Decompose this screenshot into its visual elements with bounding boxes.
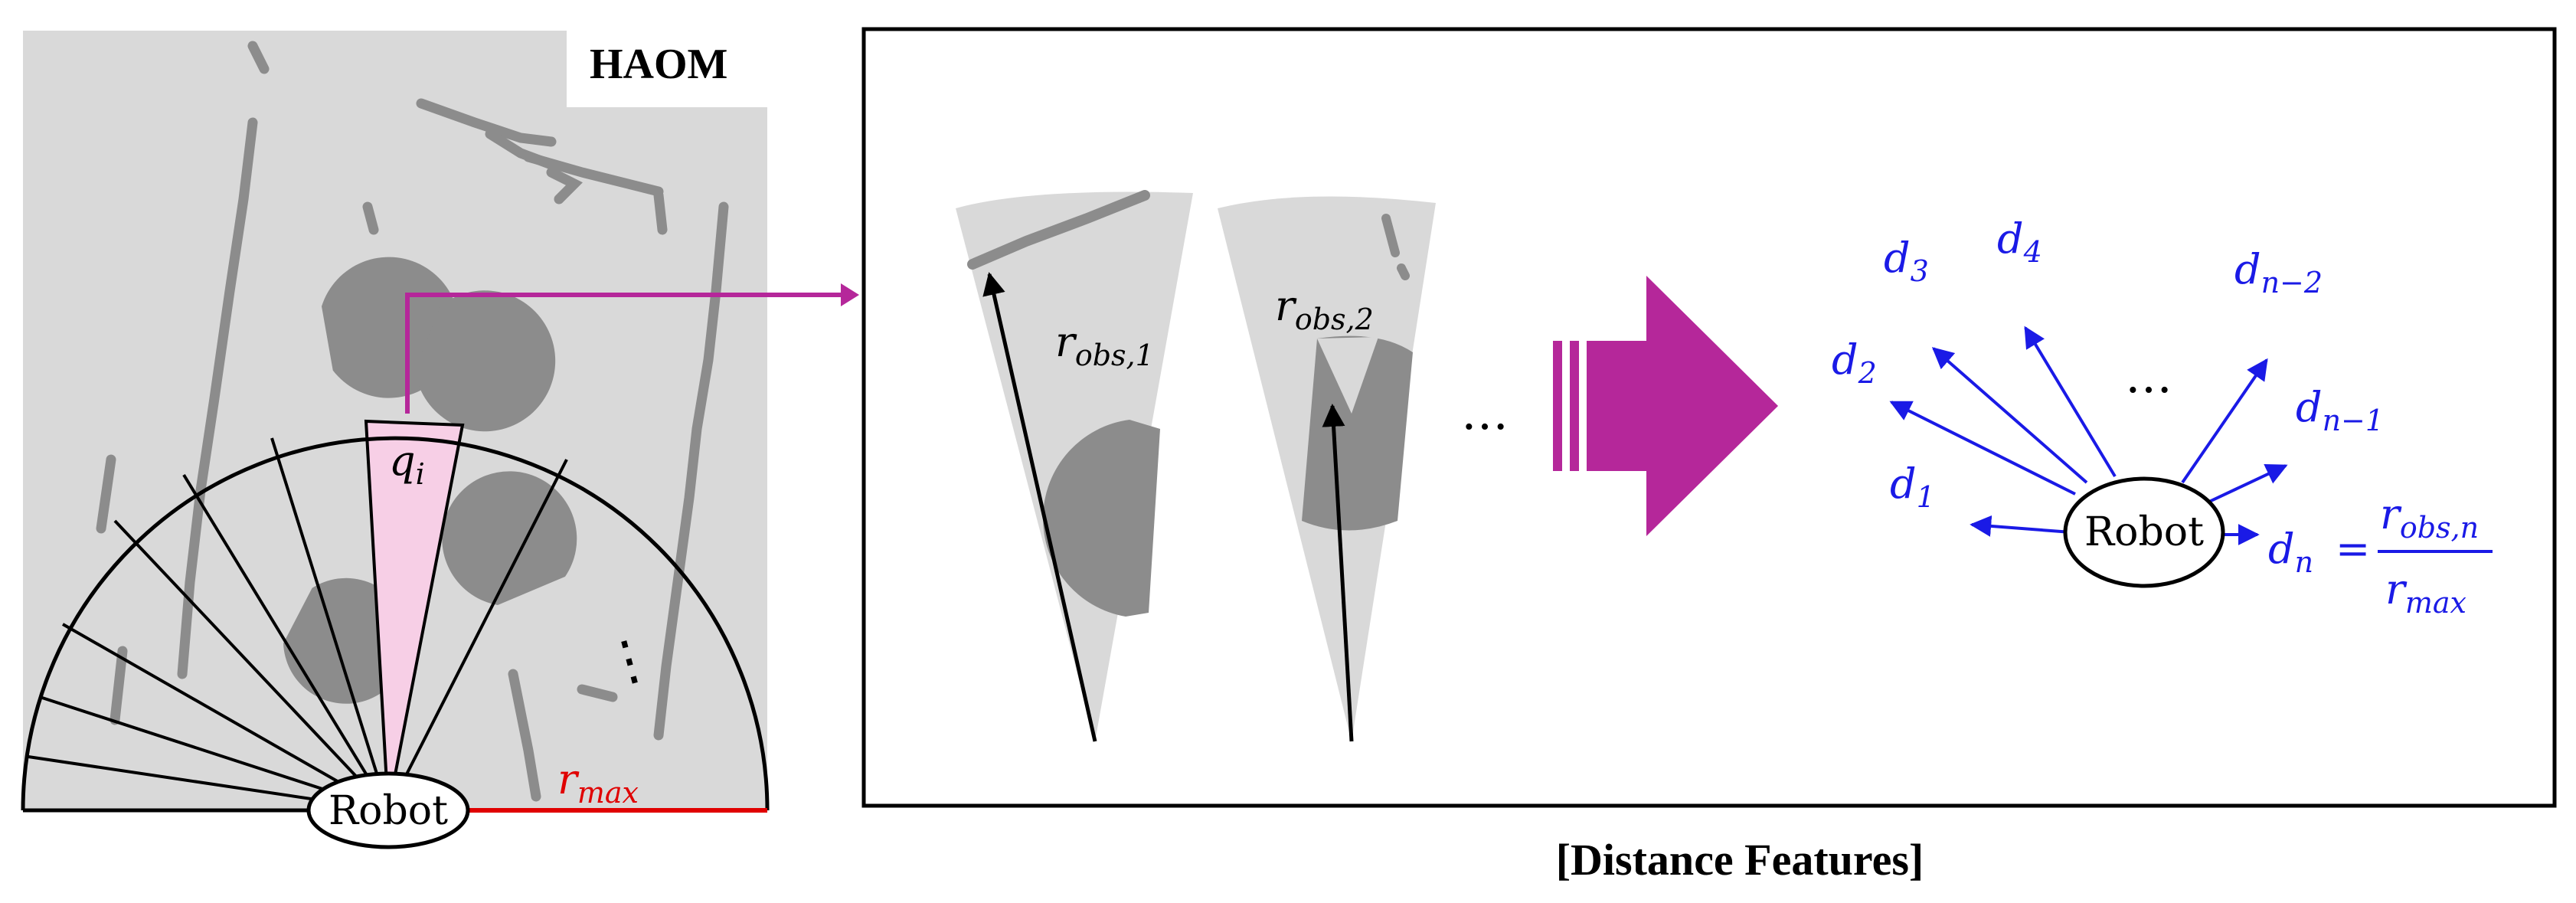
equals-sign: =: [2336, 525, 2370, 573]
vector-d2: [1889, 401, 2076, 496]
feature-vectors: [1889, 326, 2288, 545]
sector-1-label: robs,1: [1055, 318, 1154, 372]
range-label: rmax: [557, 755, 639, 810]
label-d2: d2: [1832, 335, 1877, 390]
feature-labels: d1 d2 d3 d4 dn−2 dn−1 dn = robs,n rmax: [1832, 214, 2493, 620]
label-dn: dn: [2268, 525, 2313, 579]
label-d4: d4: [1997, 214, 2042, 269]
features-ellipsis: …: [2125, 348, 2172, 404]
sector-1: robs,1: [956, 190, 1193, 742]
vector-dn1: [2208, 464, 2288, 503]
figure-caption: [Distance Features]: [1556, 835, 1924, 885]
label-d3: d3: [1884, 234, 1929, 288]
map-robot-label: Robot: [329, 788, 448, 834]
vector-d1: [1970, 515, 2072, 537]
sector-2-label: robs,2: [1275, 282, 1374, 336]
sector-label: qi: [389, 437, 425, 491]
vector-d3: [1931, 347, 2088, 484]
obstacle-top-right: [414, 290, 556, 432]
sector-2-ray: [1322, 404, 1354, 742]
features-robot: [2063, 476, 2225, 588]
vector-dn2: [2181, 358, 2268, 484]
sensor-semicircle: [21, 436, 770, 811]
vector-d4: [2024, 326, 2117, 478]
transform-arrow: [1553, 276, 1778, 536]
connector-arrow: [405, 283, 859, 414]
sectors-ellipsis: …: [1461, 384, 1509, 440]
map-robot: [306, 771, 470, 849]
title-notch: [567, 31, 767, 107]
highlighted-sector: [364, 419, 465, 811]
fraction-denominator: rmax: [2385, 565, 2466, 620]
map-walls: [96, 41, 729, 802]
sector-2: robs,2: [1218, 196, 1436, 742]
sector-1-ray: [982, 272, 1097, 742]
label-d1: d1: [1890, 460, 1935, 514]
label-dn2: dn−2: [2234, 245, 2323, 299]
haom-map-panel: HAOM: [21, 31, 770, 849]
features-robot-label: Robot: [2084, 509, 2204, 555]
label-dn1: dn−1: [2296, 383, 2384, 437]
fraction-numerator: robs,n: [2380, 490, 2479, 545]
map-title: HAOM: [590, 41, 727, 88]
